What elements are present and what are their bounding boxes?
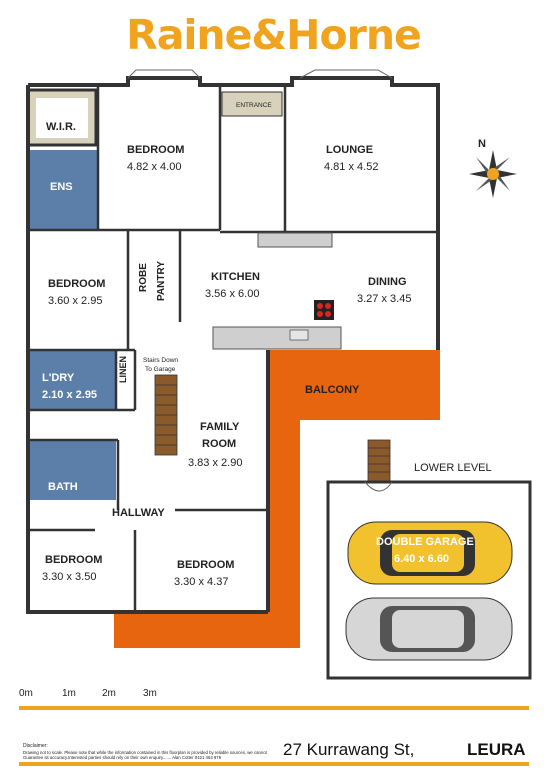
stairs-main [154,374,178,456]
compass-rose-icon: N [469,138,517,198]
outer-walls [26,76,440,614]
garage-outline [326,480,532,680]
ldry-size: 2.10 x 2.95 [42,389,97,401]
garage-size: 6.40 x 6.60 [394,553,449,565]
disclaimer-title: Disclaimer: [23,743,48,749]
kitchen-bench-top [257,232,333,248]
balcony-area [114,350,440,648]
pantry-label: PANTRY [156,261,167,301]
footer-bar: Disclaimer: Drawing not to scale. Please… [19,706,529,766]
footer-panel: Disclaimer: Drawing not to scale. Please… [19,710,529,762]
scale-label-0: 0m [19,688,33,699]
bed2-size: 3.60 x 2.95 [48,295,102,307]
wir-label: W.I.R. [46,121,76,133]
ensuite-tiles [28,150,98,230]
floor-plan: N W.I.R. ENS BEDROOM 4.82 x 4.00 ENTRANC… [26,69,532,680]
yellow-car-icon [347,521,513,585]
lounge-label: LOUNGE [326,144,373,156]
bed4-label: BEDROOM [177,559,234,571]
kitchen-label: KITCHEN [211,271,260,283]
scale-label-2: 2m [102,688,116,699]
interior-walls [28,85,438,612]
linen-label: LINEN [118,356,128,383]
ldry-label: L'DRY [42,372,75,384]
property-suburb: LEURA [467,740,526,759]
family-label-1: FAMILY [200,421,240,433]
stairs-note-line1: Stairs Down [143,357,178,364]
stairs-note-line2: To Garage [145,366,176,373]
bed1-size: 4.82 x 4.00 [127,161,181,173]
disclaimer-text: Drawing not to scale. Please note that w… [23,750,267,760]
silver-car-icon [345,597,513,661]
dining-label: DINING [368,276,407,288]
bath-tiles [28,440,116,500]
bath-label: BATH [48,481,78,493]
family-size: 3.83 x 2.90 [188,457,242,469]
family-label-2: ROOM [202,438,236,450]
bed3-label: BEDROOM [45,554,102,566]
garage-label: DOUBLE GARAGE [376,536,474,548]
scale-label-3: 3m [143,688,157,699]
brand-logo: Raine&Horne [126,11,422,59]
laundry-tiles [28,350,116,410]
ens-label: ENS [50,181,73,193]
entrance-area [221,91,283,117]
robe-label: ROBE [138,263,149,292]
kitchen-size: 3.56 x 6.00 [205,288,259,300]
bed2-label: BEDROOM [48,278,105,290]
stairs-lower [367,439,391,483]
property-address: 27 Kurrawang St, [283,740,415,759]
compass-north-label: N [478,138,486,150]
balcony-label: BALCONY [305,384,360,396]
lounge-size: 4.81 x 4.52 [324,161,378,173]
cooktop-icon [314,300,334,320]
bed4-size: 3.30 x 4.37 [174,576,228,588]
dining-size: 3.27 x 3.45 [357,293,411,305]
kitchen-bench [212,326,342,350]
hallway-label: HALLWAY [112,507,165,519]
bay-windows [127,69,393,79]
lower-level-label: LOWER LEVEL [414,462,492,474]
entrance-label: ENTRANCE [236,102,272,109]
scale-label-1: 1m [62,688,76,699]
bed1-label: BEDROOM [127,144,184,156]
bed3-size: 3.30 x 3.50 [42,571,96,583]
